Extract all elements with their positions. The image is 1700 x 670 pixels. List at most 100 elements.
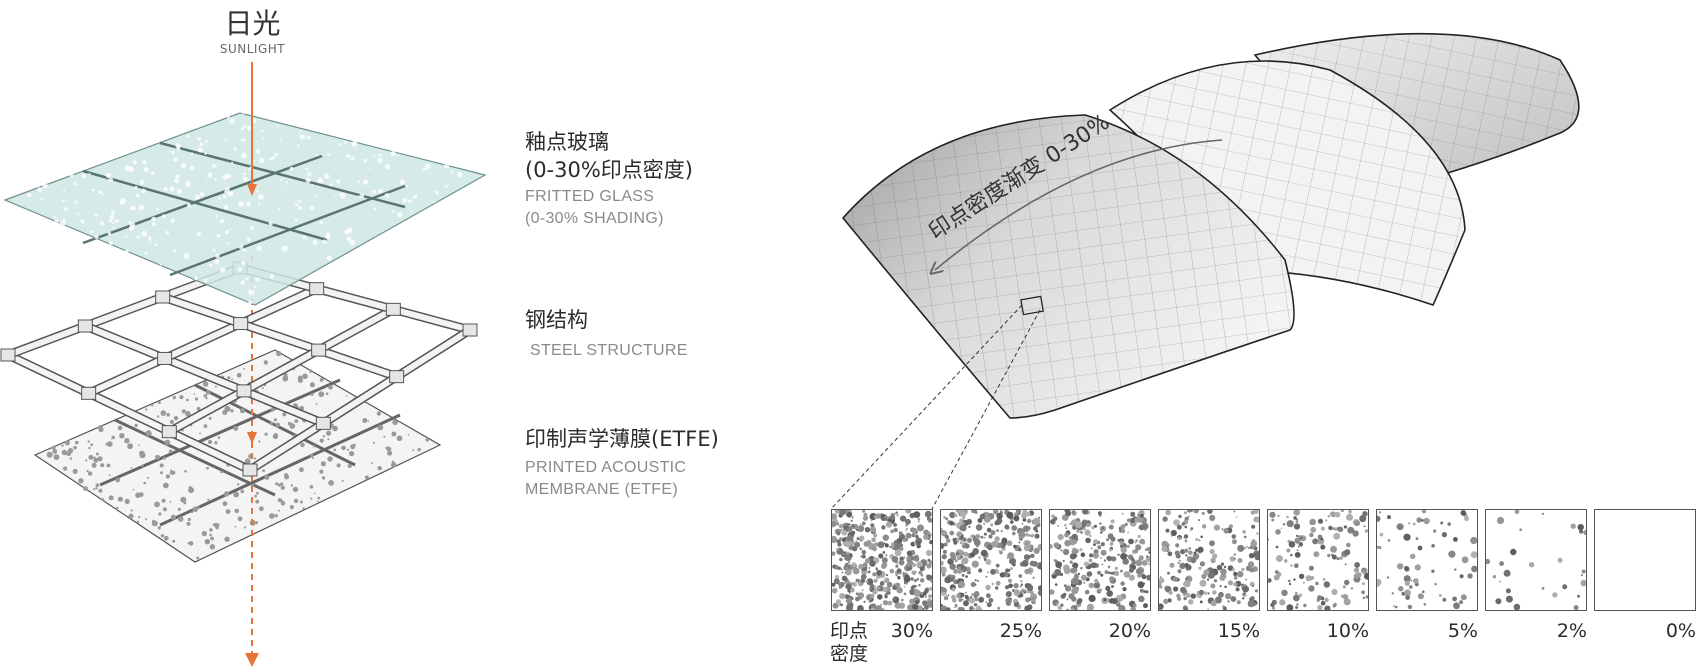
steel-node xyxy=(311,343,327,357)
density-dot xyxy=(849,587,855,593)
density-dot xyxy=(956,554,961,559)
etfe-print-dot xyxy=(222,501,228,507)
density-dot xyxy=(982,512,985,515)
glass-frit-dot xyxy=(159,263,162,266)
glass-frit-dot xyxy=(269,274,274,279)
density-dot xyxy=(983,522,986,525)
density-dot xyxy=(1138,555,1144,561)
glass-frit-dot xyxy=(305,238,308,241)
density-dot xyxy=(928,534,931,537)
glass-frit-dot xyxy=(124,165,131,172)
etfe-print-dot xyxy=(157,526,161,530)
density-dot xyxy=(924,595,927,598)
etfe-print-dot xyxy=(317,496,321,500)
density-dot xyxy=(1243,535,1247,539)
etfe-print-dot xyxy=(115,477,121,483)
density-dot xyxy=(1159,604,1163,607)
density-dot xyxy=(1139,588,1144,593)
density-dot xyxy=(881,525,886,530)
density-dot xyxy=(919,566,924,571)
density-dot xyxy=(1212,553,1218,559)
density-dot xyxy=(855,578,860,583)
etfe-print-dot xyxy=(203,424,208,429)
density-dot xyxy=(980,549,988,557)
etfe-print-dot xyxy=(282,412,287,417)
density-dot xyxy=(953,569,958,574)
glass-frit-dot xyxy=(248,289,255,296)
density-dot xyxy=(1184,548,1189,553)
density-dot xyxy=(1252,553,1256,557)
density-dot xyxy=(1242,585,1249,593)
density-dot xyxy=(1344,563,1347,566)
density-dot xyxy=(1362,582,1365,586)
density-dot xyxy=(973,607,976,610)
density-dot xyxy=(1227,565,1234,571)
density-dot xyxy=(1363,572,1368,580)
density-dot xyxy=(1029,590,1034,595)
density-dot xyxy=(1210,583,1216,589)
density-dot xyxy=(958,581,966,588)
density-dot xyxy=(1026,584,1034,591)
density-dot xyxy=(898,531,903,536)
density-dot xyxy=(871,537,876,543)
density-dot xyxy=(915,534,919,539)
density-dot xyxy=(1190,593,1196,599)
density-dot xyxy=(1126,544,1130,548)
glass-frit-dot xyxy=(37,187,42,193)
density-dot xyxy=(841,529,848,536)
density-dot xyxy=(909,535,912,538)
etfe-print-dot xyxy=(63,466,68,471)
etfe-print-dot xyxy=(162,507,167,512)
density-dot xyxy=(1186,510,1193,513)
density-dot xyxy=(1241,583,1244,587)
glass-frit-dot xyxy=(257,194,264,200)
density-dot xyxy=(1404,566,1409,571)
density-dot xyxy=(1092,552,1099,559)
glass-frit-dot xyxy=(108,177,114,183)
density-dot xyxy=(1177,562,1180,564)
density-label: 印点 密度 xyxy=(830,620,868,666)
density-dot xyxy=(969,552,975,558)
density-dot xyxy=(960,592,965,597)
density-dot xyxy=(1362,596,1365,600)
etfe-print-dot xyxy=(237,483,240,486)
density-dot xyxy=(916,541,921,545)
density-dot xyxy=(870,603,877,609)
density-dot xyxy=(1209,514,1216,521)
density-dot xyxy=(1293,510,1300,516)
density-dot xyxy=(907,534,910,536)
etfe-print-dot xyxy=(186,398,189,402)
etfe-print-dot xyxy=(213,522,219,528)
glass-frit-dot xyxy=(63,207,68,212)
density-swatch xyxy=(1158,509,1260,611)
etfe-print-dot xyxy=(223,491,230,497)
density-dot xyxy=(1431,544,1435,548)
density-dot xyxy=(1120,581,1125,586)
glass-frit-dot xyxy=(156,207,160,211)
etfe-print-dot xyxy=(392,419,398,426)
density-dot xyxy=(1000,529,1003,533)
density-dot xyxy=(1354,520,1361,527)
density-dot xyxy=(1108,524,1114,530)
density-dot xyxy=(1454,568,1457,571)
density-dot xyxy=(1235,587,1240,592)
etfe-print-dot xyxy=(412,449,415,452)
etfe-print-dot xyxy=(141,464,144,468)
density-dot xyxy=(1188,547,1191,550)
density-dot xyxy=(1021,523,1024,525)
density-dot xyxy=(1100,549,1107,556)
density-dot xyxy=(1210,557,1216,564)
density-dot xyxy=(1060,603,1064,607)
density-dot xyxy=(1237,571,1244,578)
density-dot xyxy=(973,535,976,538)
density-dot xyxy=(1232,567,1235,571)
density-dot xyxy=(1088,563,1091,566)
glass-frit-dot xyxy=(305,167,308,171)
density-dot xyxy=(893,523,897,527)
etfe-print-dot xyxy=(253,457,256,460)
glass-frit-dot xyxy=(255,277,260,282)
density-dot xyxy=(1135,539,1138,542)
density-dot xyxy=(1165,510,1171,516)
density-dot xyxy=(1231,534,1237,539)
etfe-print-dot xyxy=(258,440,261,443)
